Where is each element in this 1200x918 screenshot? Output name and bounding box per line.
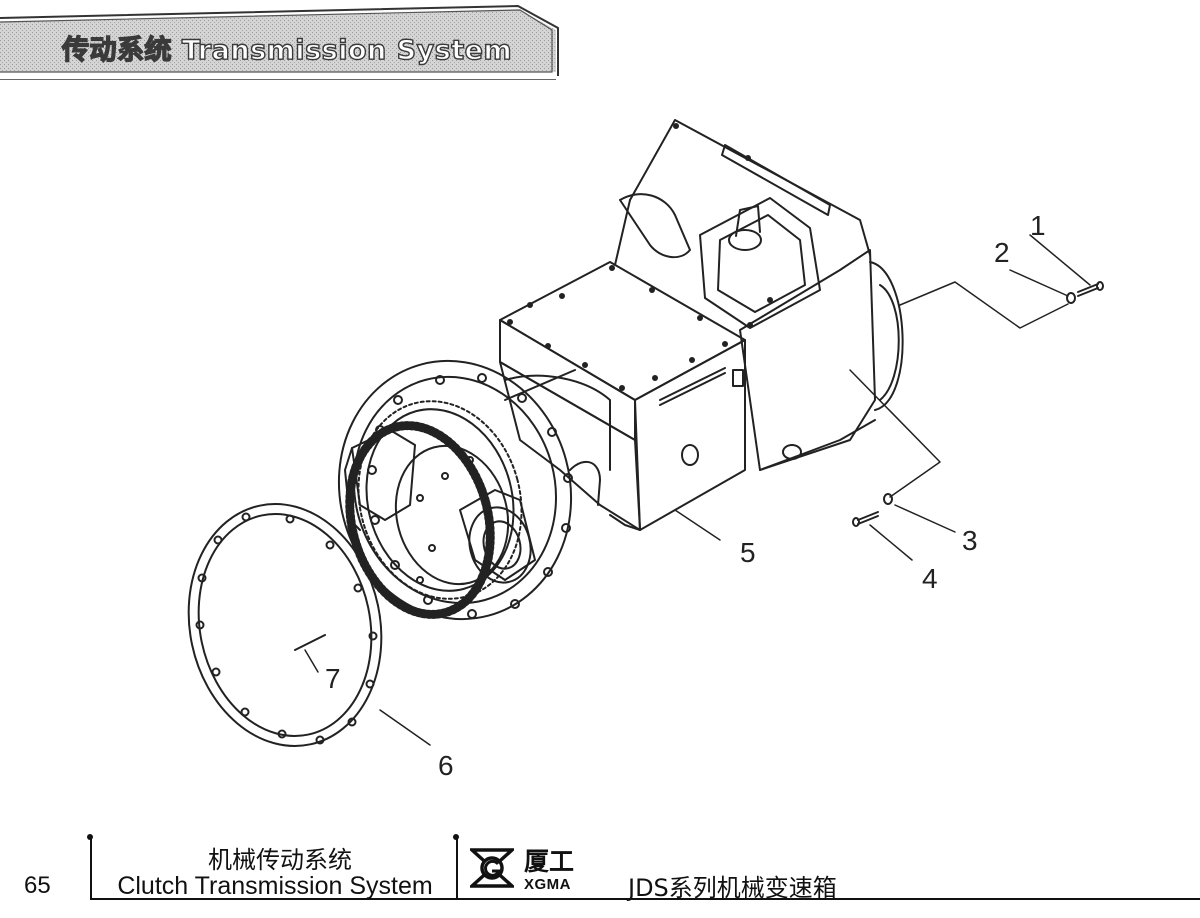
callout-5: 5 [740, 537, 756, 568]
page-title: 传动系统 Transmission System [61, 34, 513, 66]
xgma-logo-icon [470, 848, 514, 888]
callout-1: 1 [1030, 210, 1046, 241]
footer-divider-left [90, 838, 92, 898]
flange-holes [367, 373, 573, 619]
footer-divider-dot [453, 834, 459, 840]
header-banner: 传动系统 Transmission System [0, 0, 560, 81]
fasteners [852, 281, 1104, 527]
callout-3: 3 [962, 525, 978, 556]
leader-lines [304, 234, 1091, 746]
callout-2: 2 [994, 237, 1010, 268]
brand-name-cn: 厦工 [524, 847, 575, 876]
gasket-plate [187, 503, 383, 747]
transmission-housing [499, 119, 904, 531]
drive-flange [337, 359, 611, 621]
housing-bolts [507, 123, 773, 391]
section-title-cn: 机械传动系统 [208, 846, 352, 874]
ring-gear [345, 421, 495, 619]
exploded-diagram: 1 2 3 4 5 6 7 [187, 119, 1104, 781]
footer-rule [90, 898, 1200, 900]
page-number: 65 [24, 872, 51, 899]
product-name: JDS系列机械变速箱 [628, 874, 837, 902]
callout-7: 7 [325, 663, 341, 694]
footer-divider-mid [456, 838, 458, 898]
brand-name-en: XGMA [524, 876, 571, 893]
footer-divider-dot [87, 834, 93, 840]
callout-4: 4 [922, 563, 938, 594]
section-title-en: Clutch Transmission System [117, 872, 433, 900]
callout-6: 6 [438, 750, 454, 781]
